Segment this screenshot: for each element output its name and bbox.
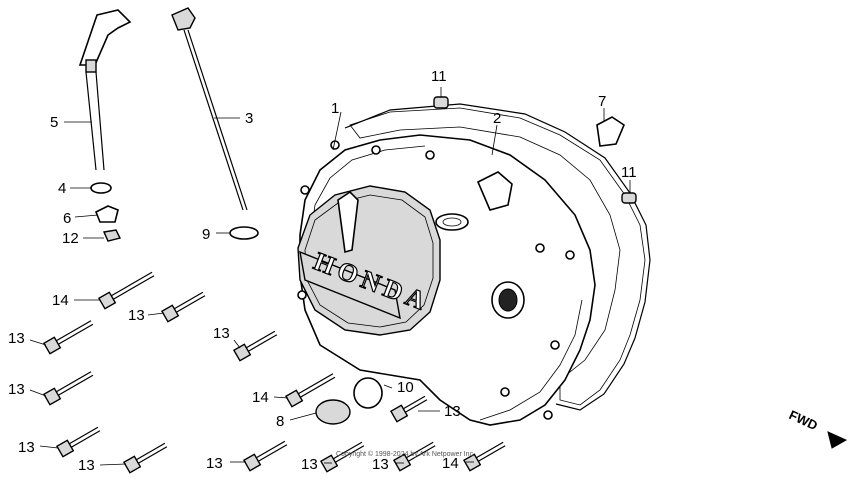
callouts: 1 2 3 4 5 6 7 8 9 10 11 11 12 13 13 13 1…: [8, 68, 637, 474]
o-ring-4: [90, 182, 112, 194]
callout-13-c: 13: [213, 325, 230, 342]
dowel-pin-right: [621, 192, 637, 204]
callout-13-j: 13: [372, 456, 389, 473]
gasket: [344, 103, 651, 411]
callout-13-e: 13: [444, 403, 461, 420]
callout-7: 7: [598, 93, 606, 110]
copyright-text: Copyright © 1998-2024 by Ark Netpower In…: [336, 450, 475, 458]
callout-1: 1: [331, 100, 339, 117]
callout-10: 10: [397, 379, 414, 396]
callout-13-h: 13: [206, 455, 223, 472]
callout-8: 8: [276, 413, 284, 430]
callout-9: 9: [202, 226, 210, 243]
crankcase-cover: HONDA: [297, 134, 596, 426]
callout-11-right: 11: [621, 164, 637, 181]
dowel-pin-upper: [433, 96, 449, 109]
shaft-arm: [78, 9, 132, 171]
callout-14-a: 14: [52, 292, 69, 309]
cap-8: [315, 399, 351, 425]
callout-3: 3: [245, 110, 253, 127]
callout-11-top: 11: [431, 68, 447, 85]
callout-14-b: 14: [252, 389, 269, 406]
o-ring-10: [353, 377, 383, 409]
callout-13-a: 13: [128, 307, 145, 324]
o-ring-9: [229, 226, 259, 240]
oil-dipstick: [171, 7, 248, 211]
forward-direction-indicator: FWD: [787, 407, 848, 449]
callout-2: 2: [493, 110, 501, 127]
callout-13-d: 13: [8, 381, 25, 398]
pin-7: [596, 116, 625, 147]
clip-12: [102, 229, 122, 242]
bolts: [42, 271, 506, 474]
fwd-label: FWD: [787, 407, 820, 433]
callout-13-b: 13: [8, 330, 25, 347]
callout-13-g: 13: [78, 457, 95, 474]
callout-13-f: 13: [18, 439, 35, 456]
callout-6: 6: [63, 210, 71, 227]
callout-13-k: 14: [442, 455, 459, 472]
spring-6: [94, 205, 119, 223]
callout-5: 5: [50, 114, 58, 131]
callout-12: 12: [62, 230, 79, 247]
callout-4: 4: [58, 180, 66, 197]
callout-13-i: 13: [301, 456, 318, 473]
forward-arrow-icon: [827, 431, 848, 449]
leader-lines: [29, 87, 631, 466]
